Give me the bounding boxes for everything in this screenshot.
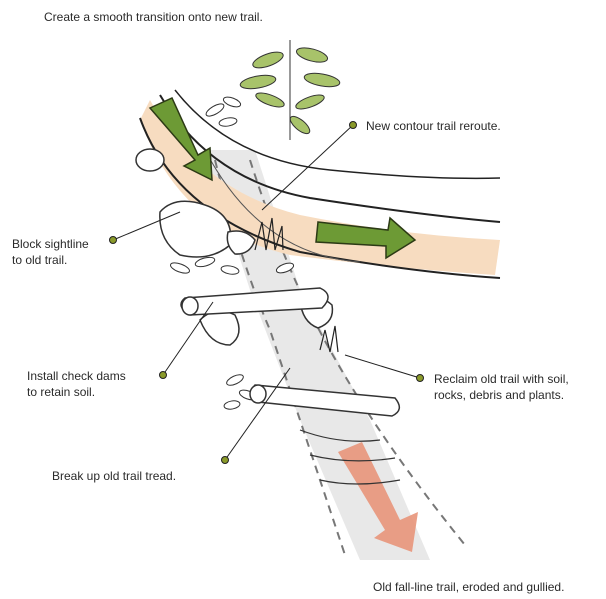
leaf-debris-icon — [204, 95, 241, 127]
label-check-dams-line1: Install check dams — [27, 368, 126, 384]
label-block-sightline-line2: to old trail. — [12, 252, 89, 268]
plant-icon — [239, 40, 341, 140]
label-new-reroute: New contour trail reroute. — [366, 118, 501, 134]
label-break-tread: Break up old trail tread. — [52, 468, 176, 484]
label-check-dams: Install check dams to retain soil. — [27, 368, 126, 400]
label-check-dams-line2: to retain soil. — [27, 384, 126, 400]
label-reclaim-line2: rocks, debris and plants. — [434, 387, 569, 403]
label-reclaim: Reclaim old trail with soil, rocks, debr… — [434, 371, 569, 403]
caption-top: Create a smooth transition onto new trai… — [44, 9, 263, 25]
label-block-sightline-line1: Block sightline — [12, 236, 89, 252]
label-reclaim-line1: Reclaim old trail with soil, — [434, 371, 569, 387]
label-old-trail: Old fall-line trail, eroded and gullied. — [373, 579, 564, 595]
label-block-sightline: Block sightline to old trail. — [12, 236, 89, 268]
